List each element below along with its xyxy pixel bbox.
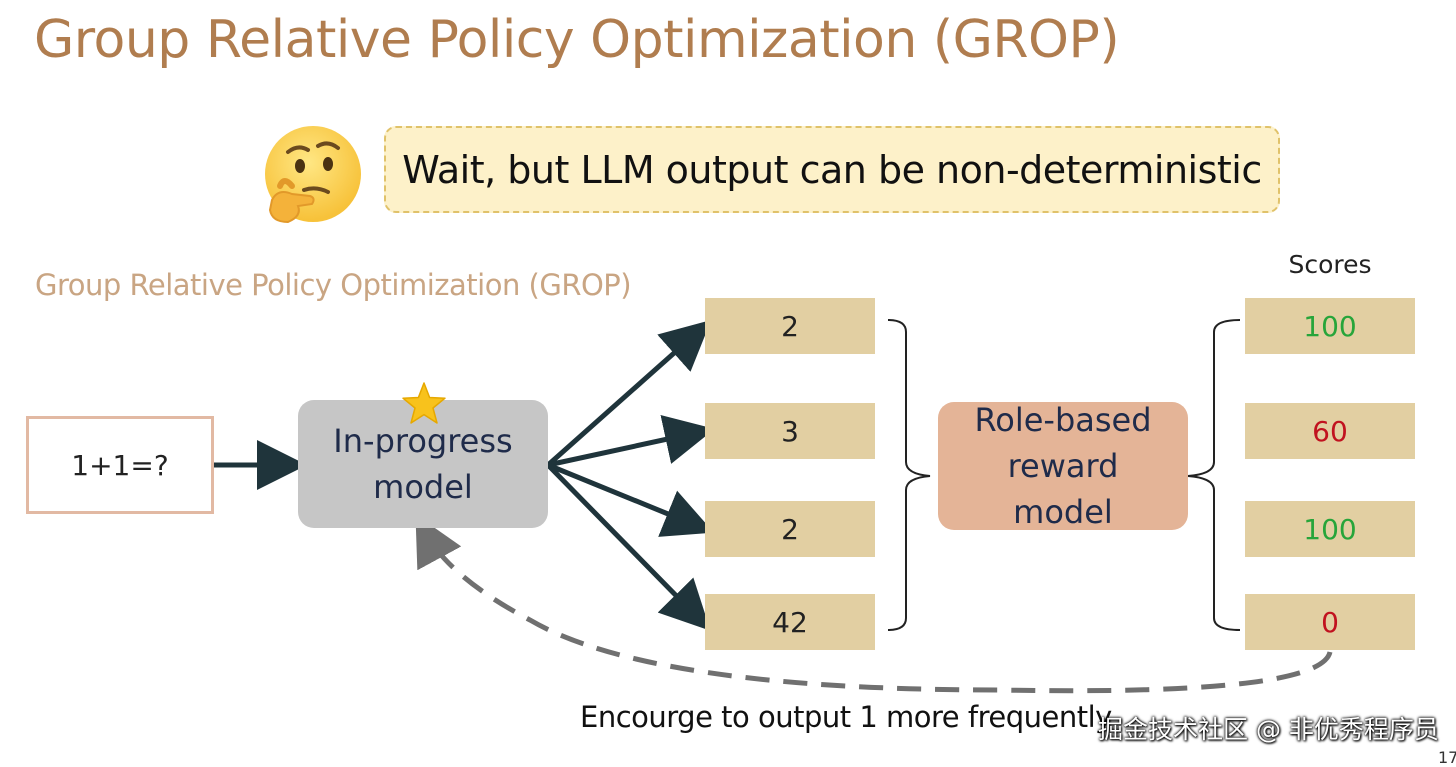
diagram-subtitle: Group Relative Policy Optimization (GROP… — [35, 268, 632, 302]
reward-model-box: Role-based reward model — [938, 401, 1188, 531]
score-value: 60 — [1312, 414, 1348, 448]
output-box: 2 — [705, 501, 875, 557]
score-value: 100 — [1303, 309, 1357, 343]
prompt-box: 1+1=? — [26, 416, 214, 514]
score-value: 0 — [1321, 605, 1339, 639]
score-box: 0 — [1245, 594, 1415, 650]
output-box: 2 — [705, 298, 875, 354]
feedback-caption: Encourge to output 1 more frequently — [580, 700, 1112, 734]
in-progress-model-box: In-progress model — [298, 400, 548, 528]
callout-text: Wait, but LLM output can be non-determin… — [402, 147, 1262, 192]
policy-model-line2: model — [373, 468, 473, 506]
score-box: 100 — [1245, 298, 1415, 354]
prompt-text: 1+1=? — [71, 448, 169, 482]
page-number: 17 — [1438, 748, 1456, 767]
reward-model-line3: model — [1013, 493, 1113, 531]
callout-box: Wait, but LLM output can be non-determin… — [384, 126, 1280, 213]
score-box: 100 — [1245, 501, 1415, 557]
outputs-bracket — [887, 319, 931, 631]
reward-model-line2: reward — [1007, 447, 1119, 485]
model-to-output-3-arrow — [547, 462, 714, 537]
policy-model-line1: In-progress — [333, 422, 513, 460]
scores-header: Scores — [1288, 250, 1372, 279]
scores-bracket — [1187, 319, 1241, 631]
model-to-output-1-arrow — [546, 320, 712, 467]
watermark: 掘金技术社区 @ 非优秀程序员 — [1098, 715, 1439, 744]
score-box: 60 — [1245, 403, 1415, 459]
reward-model-line1: Role-based — [974, 401, 1152, 439]
model-to-output-4-arrow — [546, 463, 711, 631]
star-icon — [402, 382, 446, 424]
slide-title: Group Relative Policy Optimization (GROP… — [34, 10, 1120, 70]
model-to-output-2-arrow — [547, 414, 715, 468]
thinking-face-icon — [265, 126, 361, 224]
output-box: 3 — [705, 403, 875, 459]
score-value: 100 — [1303, 512, 1357, 546]
feedback-dashed-arrow — [415, 514, 1333, 694]
output-box: 42 — [705, 594, 875, 650]
